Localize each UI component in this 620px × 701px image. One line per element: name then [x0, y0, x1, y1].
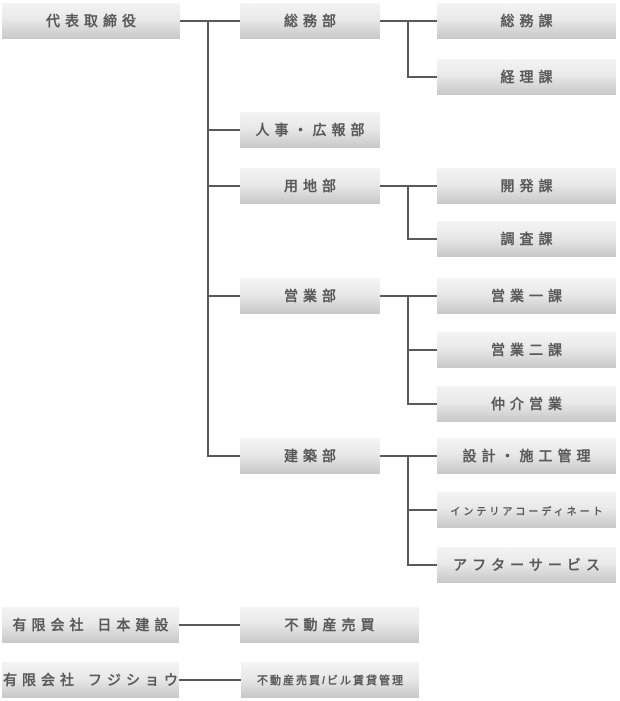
org-node-soumuka: 総務課 — [437, 3, 616, 39]
connector-line — [207, 20, 209, 457]
connector-line — [408, 349, 437, 351]
connector-line — [407, 20, 409, 78]
org-node-keirika: 経理課 — [437, 59, 616, 95]
org-node-kenchikubu: 建築部 — [240, 438, 380, 474]
connector-line — [408, 76, 437, 78]
org-node-sekkei: 設計・施工管理 — [437, 438, 616, 474]
connector-line — [408, 509, 437, 511]
connector-line — [179, 624, 240, 626]
org-node-after: アフターサービス — [437, 547, 616, 583]
org-node-fujishou: 有限会社 フジショウ — [2, 662, 179, 698]
org-node-eigyoubu: 営業部 — [240, 278, 380, 314]
org-node-chuukai: 仲介営業 — [437, 386, 616, 422]
org-node-kaihatsuka: 開発課 — [437, 168, 616, 204]
org-node-jinji: 人事・広報部 — [240, 112, 380, 148]
org-node-fudousan: 不動産売買 — [240, 607, 419, 643]
org-node-fudousan2: 不動産売買/ビル賃貸管理 — [241, 662, 419, 698]
connector-line — [208, 455, 240, 457]
org-node-soumubu: 総務部 — [240, 3, 380, 39]
connector-line — [179, 679, 241, 681]
org-node-interior: インテリアコーディネート — [437, 492, 616, 528]
connector-line — [407, 185, 409, 240]
org-node-eigyou2: 営業二課 — [437, 332, 616, 368]
connector-line — [408, 564, 437, 566]
org-node-eigyou1: 営業一課 — [437, 278, 616, 314]
connector-line — [208, 185, 240, 187]
connector-line — [408, 238, 437, 240]
connector-line — [208, 295, 240, 297]
connector-line — [208, 129, 240, 131]
connector-line — [408, 403, 437, 405]
org-node-youchibu: 用地部 — [240, 168, 380, 204]
org-node-chousaka: 調査課 — [437, 221, 616, 257]
org-node-ceo: 代表取締役 — [2, 3, 180, 39]
connector-line — [180, 20, 240, 22]
org-node-nihon: 有限会社 日本建設 — [2, 607, 179, 643]
